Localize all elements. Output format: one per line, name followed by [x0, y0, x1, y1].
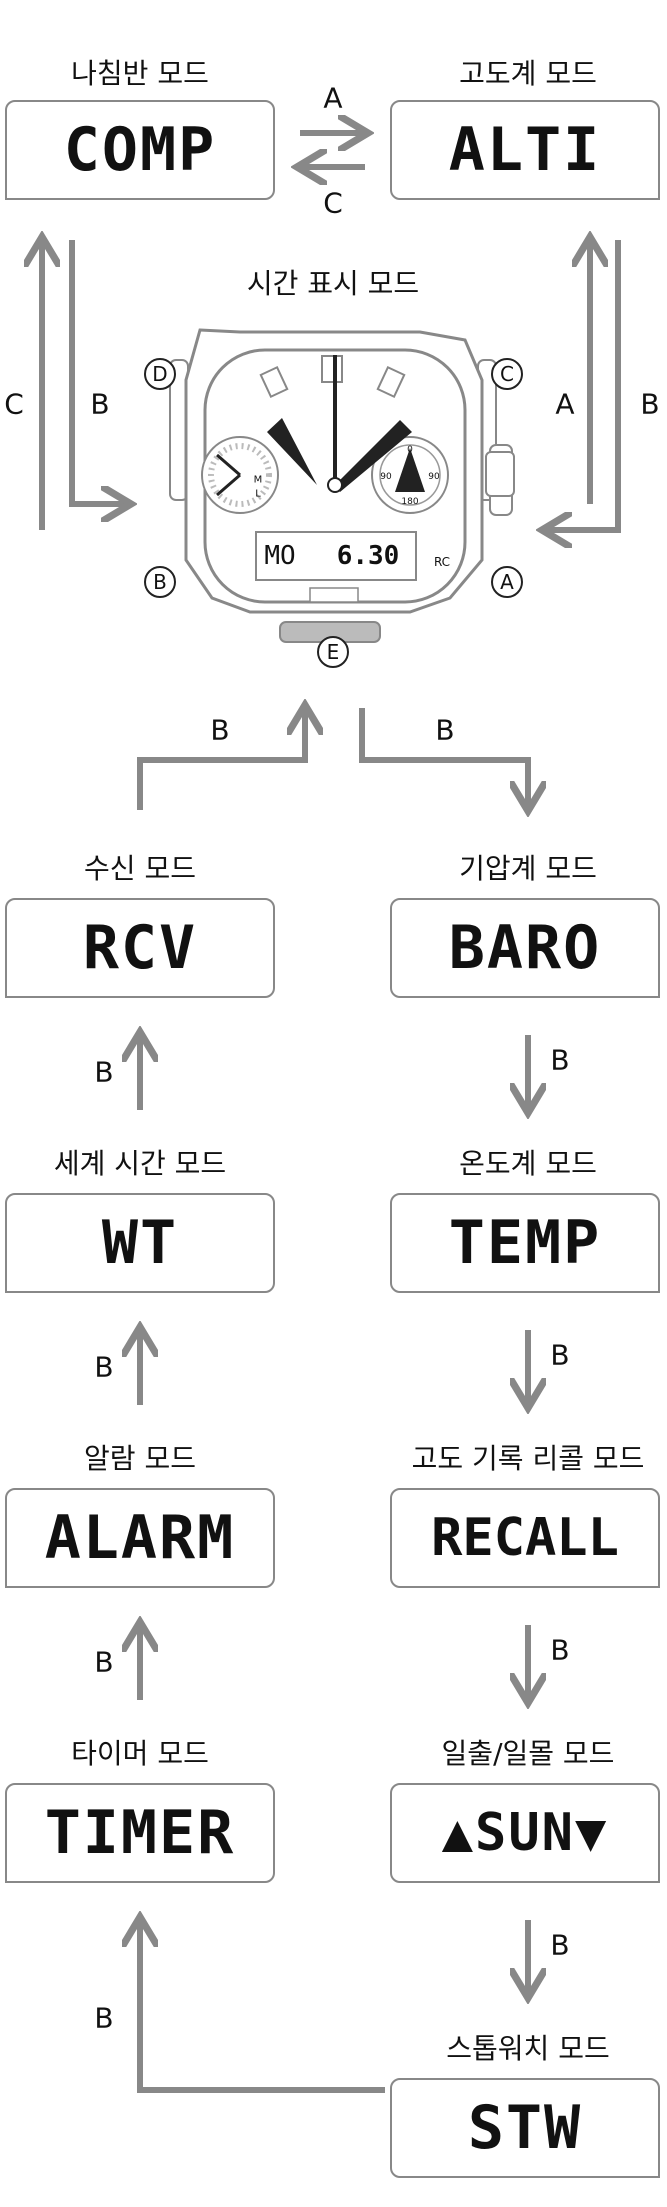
arrow-alti-to-time	[545, 240, 621, 530]
arrow-label-b-baro-temp: B	[550, 1043, 570, 1077]
watch-right-dial-right: 90	[428, 472, 440, 482]
watch-right-dial-top: 0	[407, 445, 413, 455]
temp-display-text: TEMP	[448, 1208, 602, 1278]
wt-display-text: WT	[101, 1208, 179, 1278]
arrow-label-b-stw-timer: B	[94, 2001, 114, 2035]
stw-display-text: STW	[467, 2093, 583, 2163]
time-mode-label: 시간 표시 모드	[246, 267, 420, 300]
arrow-label-b-rcv: B	[210, 713, 230, 747]
alti-mode-label: 고도계 모드	[459, 57, 597, 90]
recall-display: RECALL	[390, 1488, 660, 1588]
arrow-comp-to-time	[69, 240, 128, 504]
comp-mode-label: 나침반 모드	[71, 57, 209, 90]
watch-button-e-label: E	[326, 640, 340, 664]
arrow-label-b-sun-stw: B	[550, 1928, 570, 1962]
temp-display: TEMP	[390, 1193, 660, 1293]
rcv-display: RCV	[5, 898, 275, 998]
sun-display-text: ▲SUN▼	[441, 1803, 609, 1863]
stw-mode-label: 스톱워치 모드	[446, 2032, 610, 2065]
watch-button-a-label: A	[500, 570, 514, 594]
recall-mode-label: 고도 기록 리콜 모드	[411, 1442, 645, 1475]
timer-mode-label: 타이머 모드	[71, 1737, 209, 1770]
arrow-label-b-wt: B	[94, 1055, 114, 1089]
comp-display: COMP	[5, 100, 275, 200]
arrow-label-c-left: C	[4, 387, 24, 421]
baro-mode-label: 기압계 모드	[459, 852, 597, 885]
rcv-display-text: RCV	[82, 913, 198, 983]
arrow-label-b-left: B	[90, 387, 110, 421]
alti-display: ALTI	[390, 100, 660, 200]
watch-right-dial-left: 90	[380, 472, 392, 482]
arrow-label-b-right: B	[640, 387, 660, 421]
watch-lcd-date: 6.30	[336, 541, 400, 571]
watch-button-d-label: D	[152, 362, 168, 386]
timer-display: TIMER	[5, 1783, 275, 1883]
alarm-display-text: ALARM	[44, 1503, 236, 1573]
arrow-time-to-baro	[359, 708, 528, 808]
wt-display: WT	[5, 1193, 275, 1293]
recall-display-text: RECALL	[431, 1508, 619, 1568]
wt-mode-label: 세계 시간 모드	[53, 1147, 227, 1180]
sun-mode-label: 일출/일몰 모드	[441, 1737, 615, 1770]
rcv-mode-label: 수신 모드	[84, 852, 196, 885]
arrow-stw-to-timer	[140, 1920, 385, 2093]
arrow-label-b-alarm: B	[94, 1350, 114, 1384]
alti-display-text: ALTI	[448, 115, 602, 185]
temp-mode-label: 온도계 모드	[459, 1147, 597, 1180]
baro-display: BARO	[390, 898, 660, 998]
alarm-mode-label: 알람 모드	[84, 1442, 196, 1475]
arrow-label-b-timer: B	[94, 1645, 114, 1679]
watch-lcd-day: MO	[264, 541, 296, 571]
baro-display-text: BARO	[448, 913, 602, 983]
arrow-label-b-recall-sun: B	[550, 1633, 570, 1667]
arrow-label-b-temp-recall: B	[550, 1338, 570, 1372]
watch-illustration	[144, 328, 523, 668]
watch-left-dial-m: M	[253, 474, 263, 486]
arrow-label-a-top: A	[323, 81, 343, 115]
watch-right-dial-bottom: 180	[401, 497, 419, 507]
arrow-label-a-right: A	[555, 387, 575, 421]
watch-button-b-label: B	[153, 570, 167, 594]
arrow-label-c-top: C	[323, 186, 343, 220]
arrow-label-b-baro: B	[435, 713, 455, 747]
alarm-display: ALARM	[5, 1488, 275, 1588]
sun-display: ▲SUN▼	[390, 1783, 660, 1883]
watch-rc-label: RC	[433, 555, 451, 569]
arrow-rcv-to-time	[137, 708, 305, 810]
comp-display-text: COMP	[63, 115, 217, 185]
watch-left-dial-l: L	[255, 488, 261, 500]
timer-display-text: TIMER	[44, 1798, 236, 1868]
stw-display: STW	[390, 2078, 660, 2178]
watch-button-c-label: C	[500, 362, 514, 386]
